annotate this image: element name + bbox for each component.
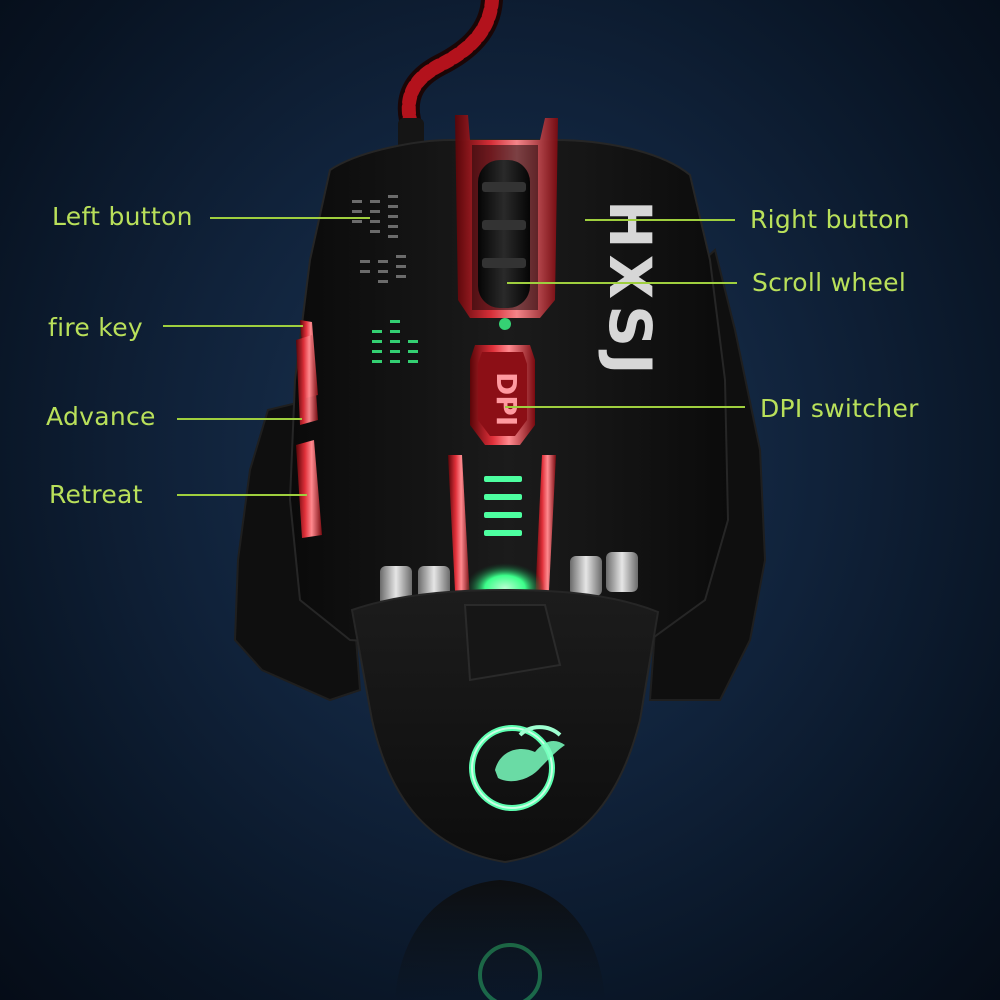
brand-logo: HXSJ [596, 200, 664, 381]
right-red-rail [535, 455, 556, 610]
right-button-leader-line [585, 219, 735, 221]
dpi-level-indicator [484, 476, 522, 536]
dpi-label: DPI [490, 372, 523, 426]
dpi-switcher-button[interactable]: DPI [470, 345, 535, 445]
left-button-callout: Left button [52, 202, 193, 231]
palm-center-ridge [463, 604, 562, 682]
mouse-reflection [395, 880, 605, 1000]
scroll-wheel-leader-line [507, 282, 737, 284]
dpi-switcher-leader-line [505, 406, 745, 408]
mouse-cable [397, 0, 503, 152]
advance-callout: Advance [46, 402, 156, 431]
retreat-callout: Retreat [49, 480, 143, 509]
retreat-side-button[interactable] [296, 440, 322, 538]
scroll-wheel[interactable] [478, 160, 530, 308]
dragon-logo-icon [469, 725, 565, 811]
scroll-wheel-callout: Scroll wheel [752, 268, 907, 297]
fire-key-leader-line [163, 325, 303, 327]
dpi-switcher-callout: DPI switcher [760, 394, 919, 423]
retreat-leader-line [177, 494, 307, 496]
right-button-callout: Right button [750, 205, 910, 234]
left-button-green-glow-pattern [372, 320, 418, 363]
advance-leader-line [177, 418, 302, 420]
advance-side-button[interactable] [296, 335, 318, 425]
left-red-rail [448, 455, 470, 610]
fire-key-callout: fire key [48, 313, 143, 342]
left-button-leader-line [210, 217, 370, 219]
left-button-vent-pattern [352, 195, 406, 283]
